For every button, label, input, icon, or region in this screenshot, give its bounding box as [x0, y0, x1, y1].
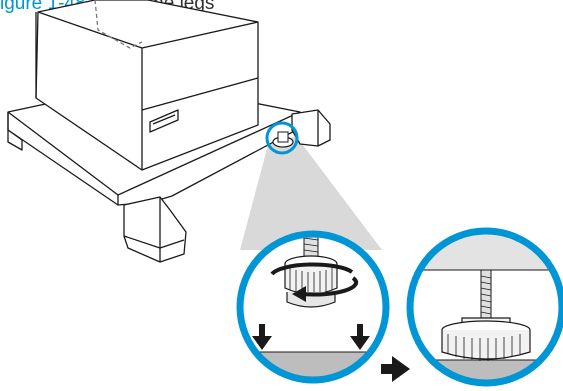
right-arrow-icon — [381, 356, 410, 382]
zoom-circle-before — [230, 232, 400, 391]
zoom-circle-after — [405, 230, 563, 390]
leg-left-front — [124, 197, 186, 262]
